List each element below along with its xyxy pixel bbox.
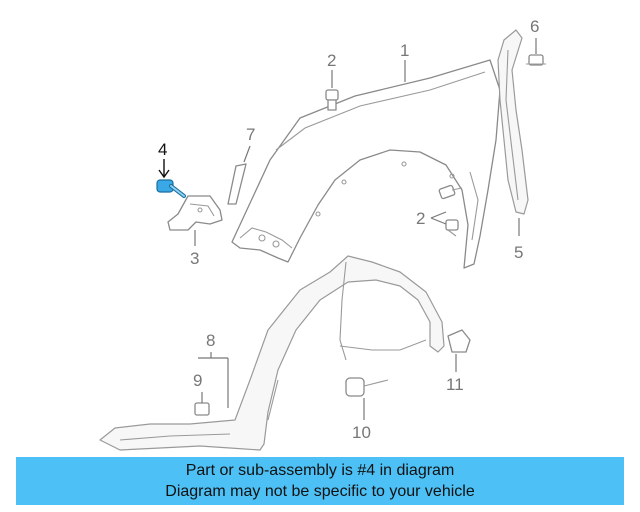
callout-6: 6 (530, 17, 539, 36)
bolt-6-part (526, 54, 546, 66)
callout-10: 10 (352, 423, 371, 442)
banner-part-line: Part or sub-assembly is #4 in diagram (185, 462, 455, 479)
callout-5: 5 (514, 243, 523, 262)
fender-liner-part (99, 255, 445, 451)
bolt-2-upper-part (325, 89, 339, 111)
fender-part (231, 59, 501, 269)
callout-labels: 1 2 2 3 4 5 6 7 8 9 10 11 (158, 17, 539, 442)
fender-bracket-part (497, 29, 529, 215)
bracket-3-part (167, 195, 223, 231)
seal-strip-part (227, 163, 247, 205)
screw-10-part (345, 377, 389, 397)
clip-11-part (447, 329, 471, 353)
info-banner: Part or sub-assembly is #4 in diagram Di… (16, 457, 624, 505)
callout-1: 1 (400, 41, 409, 60)
callout-2-lower: 2 (416, 209, 425, 228)
clip-9-part (194, 402, 210, 416)
bolt-4-part (156, 179, 186, 198)
callout-4: 4 (158, 140, 167, 159)
callout-8: 8 (206, 331, 215, 350)
callout-11: 11 (446, 375, 464, 394)
callout-7: 7 (246, 125, 255, 144)
banner-disclaimer-line: Diagram may not be specific to your vehi… (165, 483, 475, 500)
callout-3: 3 (190, 249, 199, 268)
bolt-2-lower-part (438, 184, 463, 237)
leader-lines (158, 38, 537, 420)
callout-9: 9 (193, 371, 202, 390)
callout-2-upper: 2 (327, 51, 336, 70)
